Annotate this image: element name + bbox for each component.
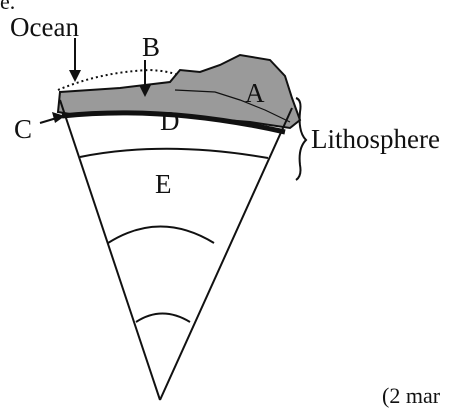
b-arrow-head — [139, 85, 151, 97]
lithosphere-brace — [295, 97, 308, 181]
ocean-arrow-head — [69, 70, 81, 82]
label-e: E — [155, 169, 172, 199]
label-b: B — [142, 32, 160, 62]
label-a: A — [245, 78, 265, 108]
top-text-fragment: e. — [0, 0, 15, 14]
c-arrow-head — [52, 112, 65, 123]
marks-text: (2 mar — [382, 383, 441, 408]
lithosphere-label: Lithosphere — [311, 124, 440, 154]
ocean-label: Ocean — [10, 12, 79, 42]
wedge-left-side — [59, 99, 161, 401]
mantle-boundary-arc — [107, 225, 215, 244]
label-d: D — [160, 106, 180, 136]
crust-inner-line — [174, 89, 291, 123]
lithosphere-base-arc — [79, 147, 269, 159]
label-c: C — [14, 114, 32, 144]
moho-thick-line — [61, 110, 286, 135]
wedge-right-side — [159, 107, 293, 401]
core-boundary-arc — [135, 312, 191, 323]
